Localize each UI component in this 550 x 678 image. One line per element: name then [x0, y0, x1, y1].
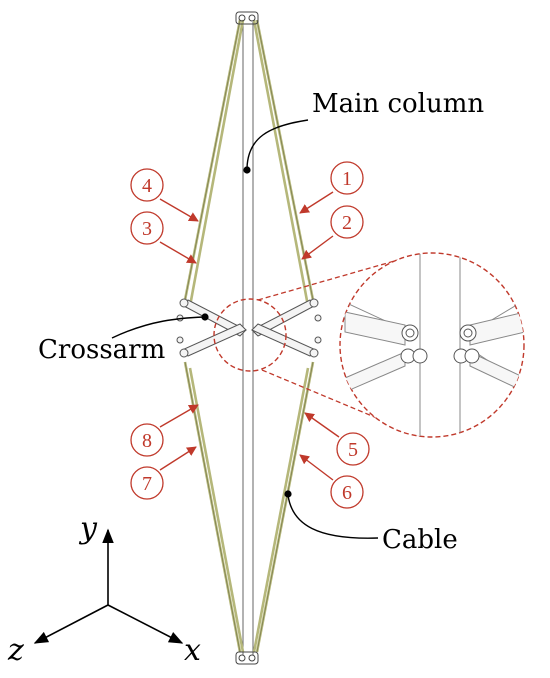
- cable-marker-6-label: 6: [342, 482, 352, 504]
- zoom-source-circle: [213, 298, 287, 372]
- cable-marker-1: 1: [299, 161, 364, 214]
- cable-marker-7-label: 7: [142, 473, 152, 495]
- cable-marker-8-label: 8: [142, 430, 152, 452]
- cable-marker-1-label: 1: [342, 168, 352, 190]
- z-axis-label: z: [7, 633, 24, 668]
- cable-marker-5: 5: [304, 412, 370, 466]
- z-axis-arrow: [33, 604, 109, 644]
- zoom-connector-lines: [257, 259, 421, 437]
- cable-marker-7: 7: [130, 446, 197, 500]
- crossarm-callout: Crossarm: [38, 313, 209, 365]
- crossarms: [176, 298, 322, 358]
- cable-marker-4-label: 4: [142, 175, 152, 197]
- x-axis-label: x: [184, 633, 201, 668]
- cable-marker-8: 8: [130, 404, 199, 457]
- zoom-detail-circle: [339, 252, 525, 438]
- cable-label: Cable: [382, 525, 458, 555]
- cable-marker-4: 4: [130, 168, 199, 222]
- main-column-callout: Main column: [243, 89, 484, 174]
- coordinate-axes: y x z: [7, 511, 201, 668]
- main-column-label: Main column: [312, 89, 484, 119]
- cable-marker-3: 3: [130, 211, 197, 264]
- y-axis-label: y: [78, 511, 98, 546]
- cable-marker-6: 6: [299, 454, 364, 509]
- cable-marker-3-label: 3: [142, 218, 152, 240]
- cable-callout: Cable: [284, 490, 458, 555]
- x-axis-arrow: [107, 604, 184, 644]
- crossarm-label: Crossarm: [38, 335, 165, 365]
- cables: [183, 19, 315, 653]
- cable-marker-5-label: 5: [348, 439, 358, 461]
- bottom-node: [235, 651, 259, 665]
- top-node: [235, 11, 259, 25]
- cable-marker-2: 2: [301, 205, 364, 260]
- cable-marker-2-label: 2: [342, 212, 352, 234]
- main-column: [242, 22, 254, 655]
